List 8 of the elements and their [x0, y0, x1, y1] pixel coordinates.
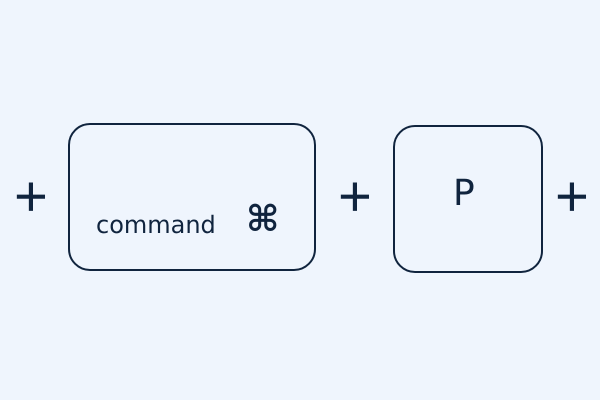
- plus-sign: +: [14, 168, 48, 226]
- plus-sign: +: [338, 168, 372, 226]
- key-label: command: [96, 211, 216, 239]
- key-symbol: ⌘: [246, 199, 280, 240]
- plus-sign: +: [555, 168, 589, 226]
- keyboard-key: [68, 123, 316, 271]
- keyboard-key: [393, 125, 543, 273]
- key-label: P: [453, 173, 475, 214]
